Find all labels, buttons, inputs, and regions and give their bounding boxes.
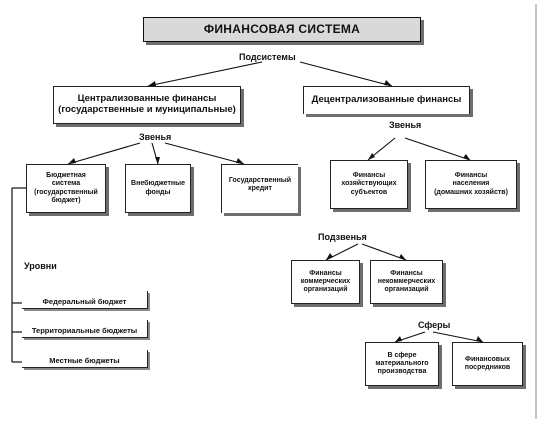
level-local-budgets: Местные бюджеты <box>22 350 148 368</box>
node-state-credit: Государственный кредит <box>221 164 298 213</box>
label-sublinks: Подзвенья <box>318 232 367 242</box>
arrowhead <box>326 253 333 260</box>
level-territorial-budgets: Территориальные бюджеты <box>22 320 148 338</box>
node-commercial-organizations: Финансы коммерческих организаций <box>291 260 360 304</box>
edge-centralized-credit <box>164 142 245 165</box>
edge-decentralized-population <box>404 137 471 161</box>
arrowhead <box>148 81 156 86</box>
edge-business-noncommercial <box>361 243 407 261</box>
node-decentralized-finance: Децентрализованные финансы <box>303 86 470 114</box>
arrowhead <box>476 336 483 342</box>
label-levels: Уровни <box>24 261 57 271</box>
node-material-production: В сфере материального производства <box>365 342 439 386</box>
arrowhead <box>68 158 76 164</box>
node-budget-system: Бюджетная система (государственный бюдже… <box>26 164 106 213</box>
arrowhead <box>395 336 402 342</box>
label-links-right: Звенья <box>389 120 422 130</box>
edge-title-decentralized <box>299 61 393 87</box>
arrowhead <box>463 154 470 160</box>
level-federal-budget: Федеральный бюджет <box>22 291 148 309</box>
edge-title-centralized <box>147 61 263 87</box>
arrowhead <box>155 157 160 164</box>
arrowhead <box>384 80 392 86</box>
node-financial-intermediaries: Финансовых посредников <box>452 342 523 386</box>
label-subsystems: Подсистемы <box>239 52 296 62</box>
arrowhead <box>399 254 406 260</box>
node-extrabudget-funds: Внебюджетные фонды <box>125 164 191 213</box>
label-links-left: Звенья <box>139 132 172 142</box>
node-centralized-finance: Централизованные финансы (государственны… <box>53 86 241 124</box>
diagram-title: ФИНАНСОВАЯ СИСТЕМА <box>143 17 421 42</box>
edge-noncommercial-intermediaries <box>432 331 484 343</box>
edge-centralized-budget <box>67 142 141 165</box>
label-spheres: Сферы <box>418 320 451 330</box>
node-business-finance: Финансы хозяйствующих субъектов <box>330 160 408 209</box>
node-noncommercial-organizations: Финансы некоммерческих организаций <box>370 260 443 304</box>
arrowhead <box>368 153 375 160</box>
node-population-finance: Финансы населения (домашних хозяйств) <box>425 160 517 209</box>
arrowhead <box>236 158 244 164</box>
